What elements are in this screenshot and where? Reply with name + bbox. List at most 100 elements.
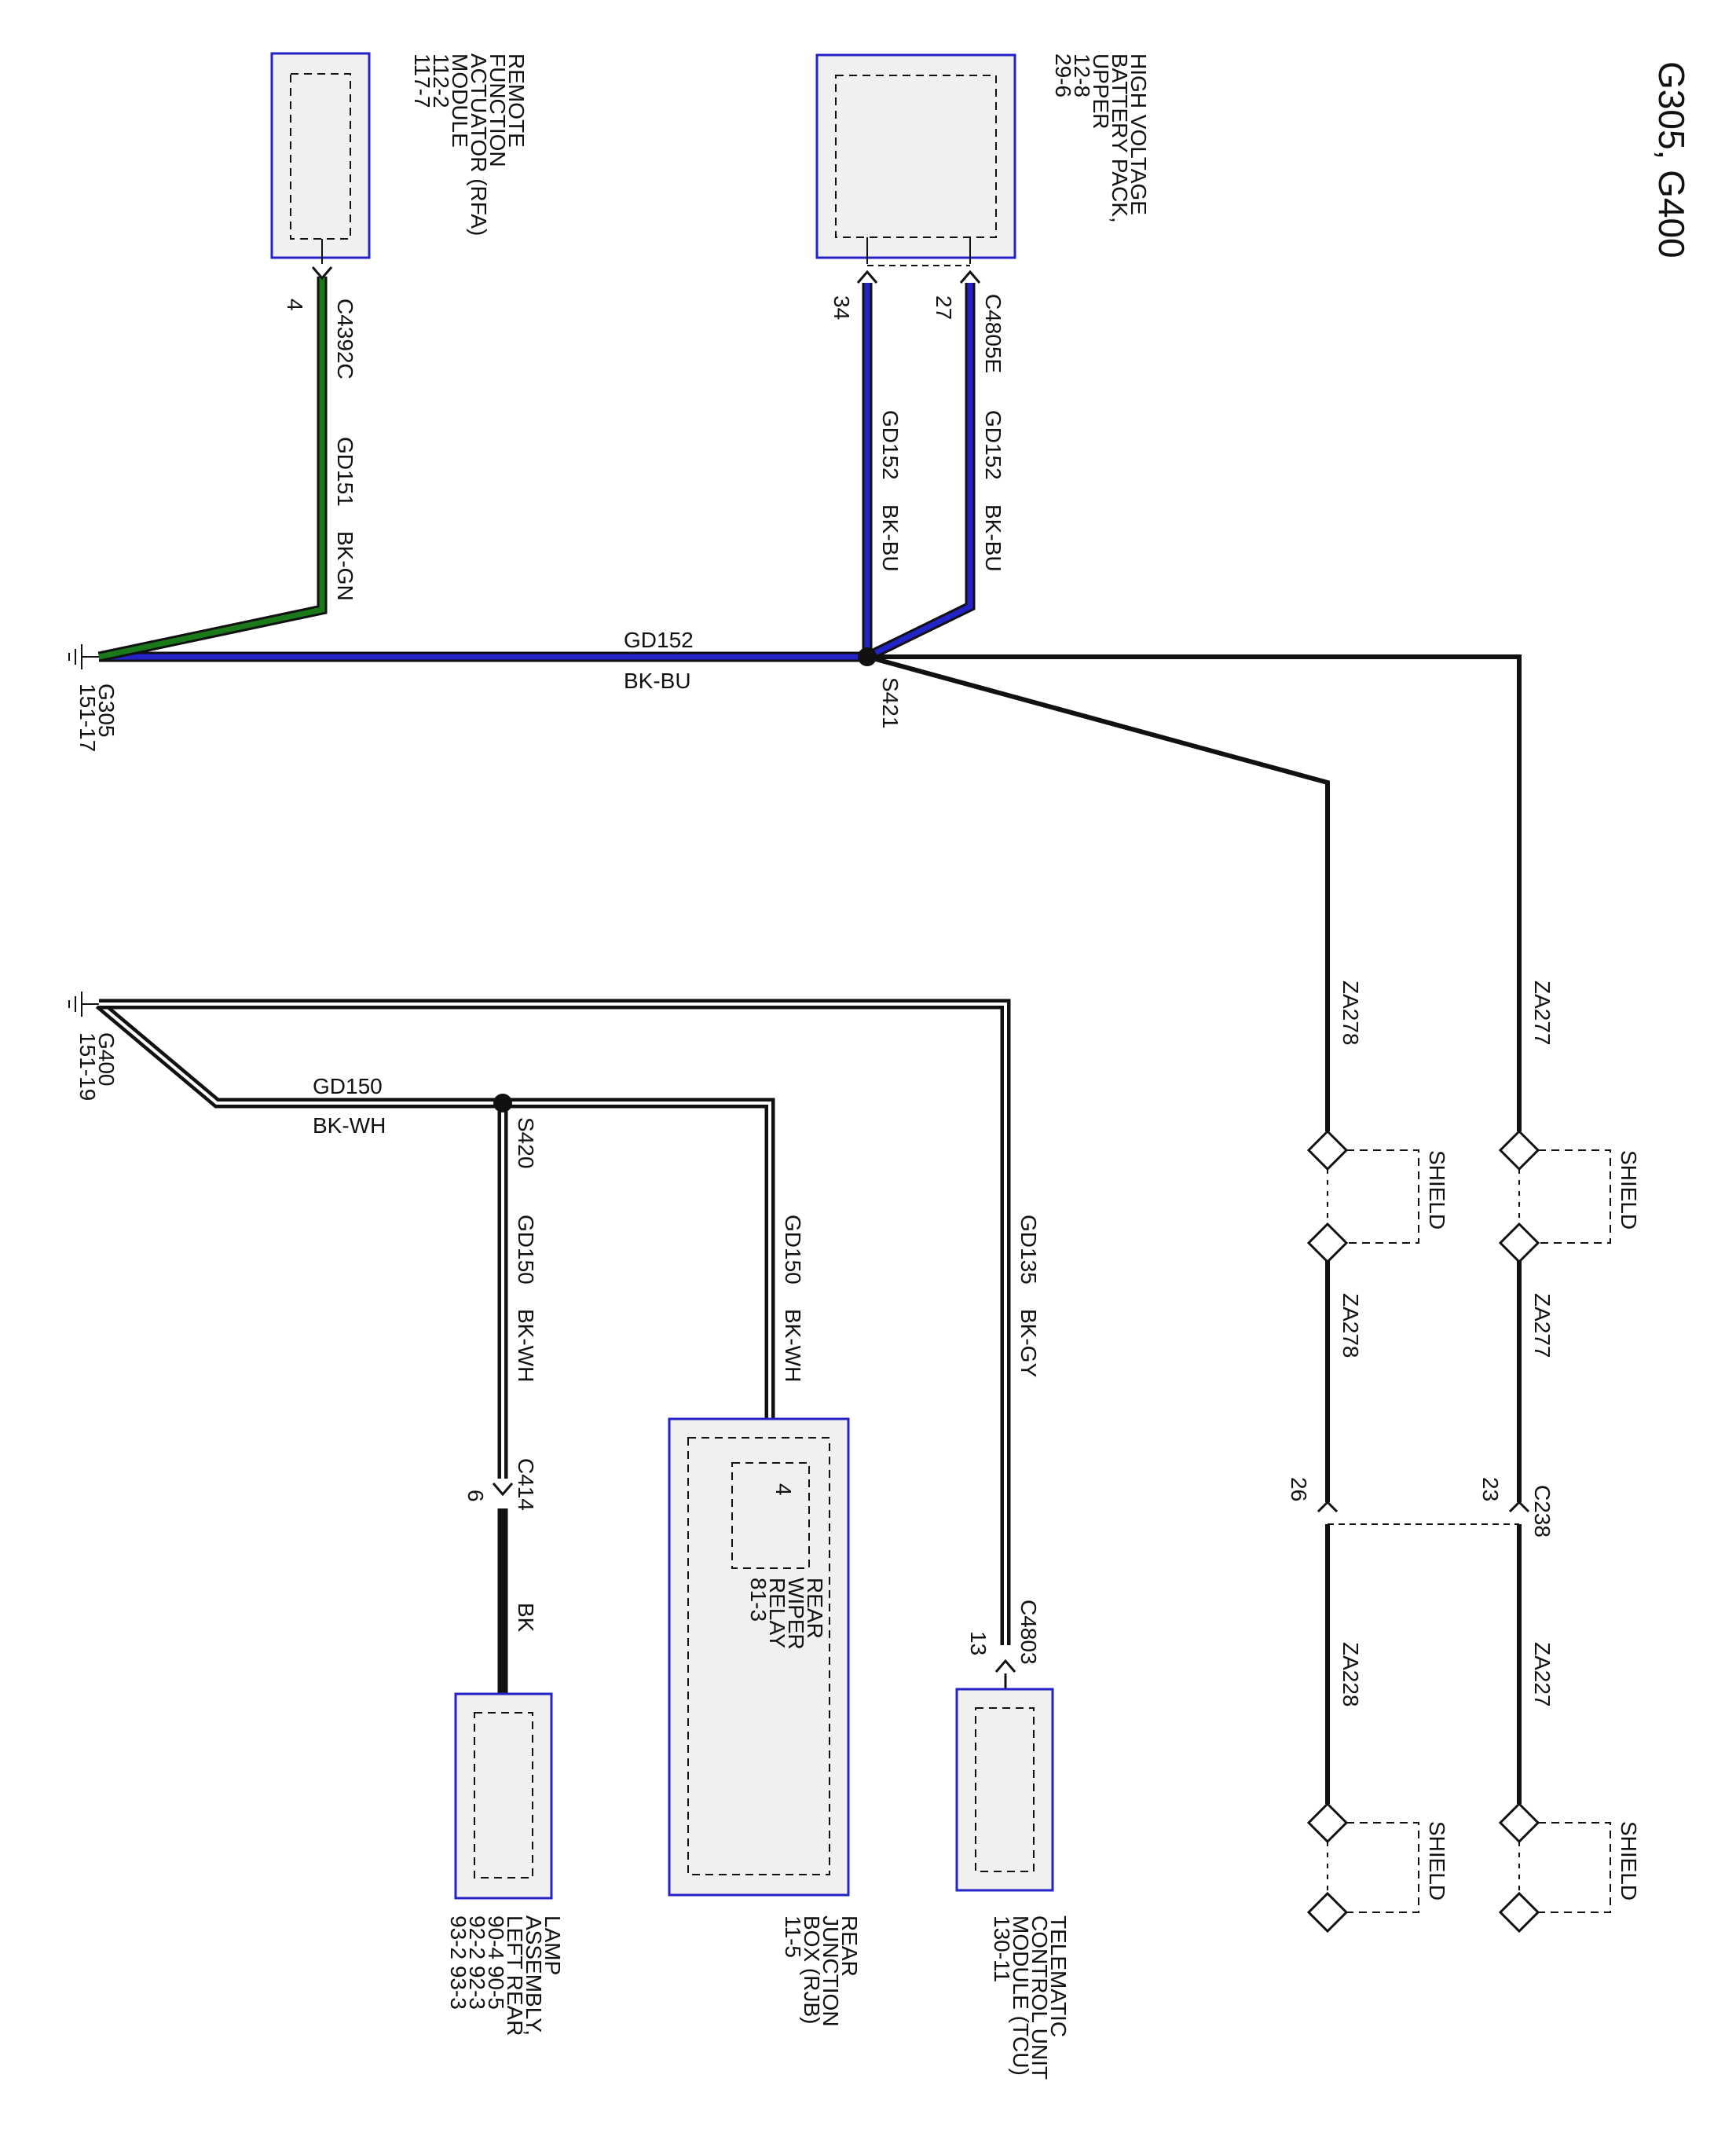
rjb-label-1: REAR — [837, 1915, 862, 1977]
tcu-label-2: CONTROL UNIT — [1027, 1915, 1052, 2080]
wire-gd151-color: BK-GN — [333, 531, 357, 601]
ground-g305-ref: 151-17 — [75, 684, 100, 752]
connector-c4805e-pin27-icon — [959, 269, 981, 284]
lamp-label-4: 90-4 90-5 — [484, 1915, 508, 2010]
shield-label-3: SHIELD — [1617, 1821, 1641, 1901]
relay-label-4: 81-3 — [746, 1578, 771, 1622]
wire-gd135-color: BK-GY — [1016, 1309, 1041, 1377]
connector-c4805e-pin34-icon — [856, 269, 878, 284]
tcu-label-3: MODULE (TCU) — [1009, 1915, 1033, 2076]
shield-lower-za227-icon — [1498, 1802, 1611, 1934]
splice-s420-label: S420 — [514, 1117, 538, 1168]
shield-label-4: SHIELD — [1425, 1821, 1449, 1901]
relay-label-2: WIPER — [784, 1578, 808, 1650]
hvb-label-5: 29-6 — [1051, 53, 1075, 97]
pin-c414: 6 — [463, 1490, 488, 1502]
relay-label-3: RELAY — [765, 1578, 789, 1648]
wire-gd150-lamp-circuit: GD150 — [514, 1215, 538, 1285]
wire-za278[interactable] — [866, 654, 1330, 1131]
connector-c4803-label: C4803 — [1016, 1600, 1041, 1665]
wire-za228-label: ZA228 — [1339, 1642, 1363, 1707]
component-hv-battery[interactable] — [815, 53, 1016, 266]
rfa-label-4: MODULE — [448, 53, 472, 148]
wire-za277-label: ZA277 — [1530, 981, 1555, 1046]
wire-gd152-pin34-color: BK-BU — [878, 504, 903, 572]
connector-c414-label: C414 — [514, 1458, 538, 1511]
rfa-label-6: 117-7 — [410, 53, 434, 108]
wire-gd152-main-circuit: GD152 — [624, 628, 694, 652]
rjb-label-4: 11-5 — [781, 1915, 805, 1958]
wire-gd151-circuit: GD151 — [333, 437, 357, 507]
pin-hvb-27: 27 — [932, 295, 956, 320]
component-rjb[interactable] — [668, 1417, 850, 1897]
wire-gd152-main-color: BK-BU — [624, 669, 691, 693]
hvb-label-3: UPPER — [1089, 53, 1113, 129]
component-tcu[interactable] — [955, 1688, 1054, 1892]
wire-za278-label: ZA278 — [1339, 981, 1363, 1046]
ground-g400-ref: 151-19 — [75, 1032, 100, 1101]
wire-gd150-main-color: BK-WH — [313, 1113, 386, 1138]
wire-bk-label: BK — [514, 1603, 538, 1633]
tcu-label-1: TELEMATIC — [1046, 1915, 1071, 2037]
pin-hvb-34: 34 — [830, 295, 854, 320]
rfa-label-3: ACTUATOR (RFA) — [467, 53, 491, 236]
wire-gd152-pin27[interactable] — [865, 283, 976, 662]
hvb-label-1: HIGH VOLTAGE — [1126, 53, 1151, 215]
ground-g305-name: G305 — [94, 684, 119, 738]
shield-lower-za228-icon — [1306, 1802, 1419, 1934]
hvb-label-4: 12-8 — [1070, 53, 1094, 97]
shield-upper-za277-icon — [1498, 1129, 1611, 1264]
wire-gd135[interactable] — [99, 999, 1011, 1645]
hvb-label-2: BATTERY PACK, — [1108, 53, 1132, 223]
rfa-label-2: FUNCTION — [485, 53, 510, 167]
component-lamp-left-rear[interactable] — [454, 1692, 553, 1900]
wire-gd150-relay-color: BK-WH — [781, 1309, 805, 1382]
rfa-label-5: 112-2 — [429, 53, 453, 108]
lamp-label-3: LEFT REAR — [503, 1915, 527, 2036]
rjb-label-2: JUNCTION — [819, 1915, 843, 2027]
wire-gd152-pin34-circuit: GD152 — [878, 410, 903, 480]
shield-label-2: SHIELD — [1425, 1150, 1449, 1230]
wire-gd151[interactable] — [97, 277, 328, 662]
shield-upper-za278-icon — [1306, 1129, 1419, 1264]
pin-za278: 26 — [1287, 1477, 1311, 1501]
wire-gd152-pin27-color: BK-BU — [981, 504, 1005, 572]
connector-c4805e-label: C4805E — [981, 294, 1005, 373]
wire-za277[interactable] — [867, 654, 1522, 1131]
tcu-label-4: 130-11 — [990, 1915, 1014, 1982]
connector-c238-za278-icon — [1317, 1500, 1339, 1513]
component-rfa[interactable] — [270, 52, 371, 264]
ground-g305-icon — [68, 644, 99, 669]
connector-c414-icon — [492, 1483, 514, 1497]
wire-gd150-relay[interactable] — [503, 1098, 775, 1420]
lamp-label-6: 93-2 93-3 — [446, 1915, 471, 2010]
component-rear-wiper-relay[interactable] — [731, 1462, 810, 1569]
connector-c238-label: C238 — [1530, 1485, 1555, 1538]
wire-gd152-pin27-circuit: GD152 — [981, 410, 1005, 480]
rfa-label-1: REMOTE — [504, 53, 529, 148]
lamp-label-5: 92-2 92-3 — [465, 1915, 489, 2010]
connector-c4803-icon — [994, 1659, 1016, 1673]
pin-relay: 4 — [771, 1483, 796, 1496]
pin-za277: 23 — [1478, 1477, 1503, 1501]
pin-rfa: 4 — [283, 299, 307, 311]
splice-s421-label: S421 — [878, 677, 903, 728]
relay-label-1: REAR — [803, 1578, 827, 1639]
ground-g400-icon — [68, 992, 99, 1017]
wire-gd150-main[interactable] — [95, 1000, 503, 1109]
splice-s420[interactable] — [493, 1094, 512, 1112]
wire-za277-mid-label: ZA277 — [1530, 1293, 1555, 1358]
connector-c4392c-label: C4392C — [333, 299, 357, 379]
wire-gd150-lamp-color: BK-WH — [514, 1309, 538, 1382]
connector-c4392c-icon — [311, 266, 333, 280]
lamp-label-1: LAMP — [540, 1915, 565, 1975]
splice-s421[interactable] — [858, 647, 877, 666]
wire-za278-mid-label: ZA278 — [1339, 1293, 1363, 1358]
shield-label-1: SHIELD — [1617, 1150, 1641, 1230]
connector-c238-za277-icon — [1508, 1500, 1530, 1513]
rjb-label-3: BOX (RJB) — [800, 1915, 824, 2024]
wire-gd150-main-circuit: GD150 — [313, 1074, 383, 1098]
wire-gd150-relay-circuit: GD150 — [781, 1215, 805, 1285]
lamp-label-2: ASSEMBLY, — [522, 1915, 546, 2036]
